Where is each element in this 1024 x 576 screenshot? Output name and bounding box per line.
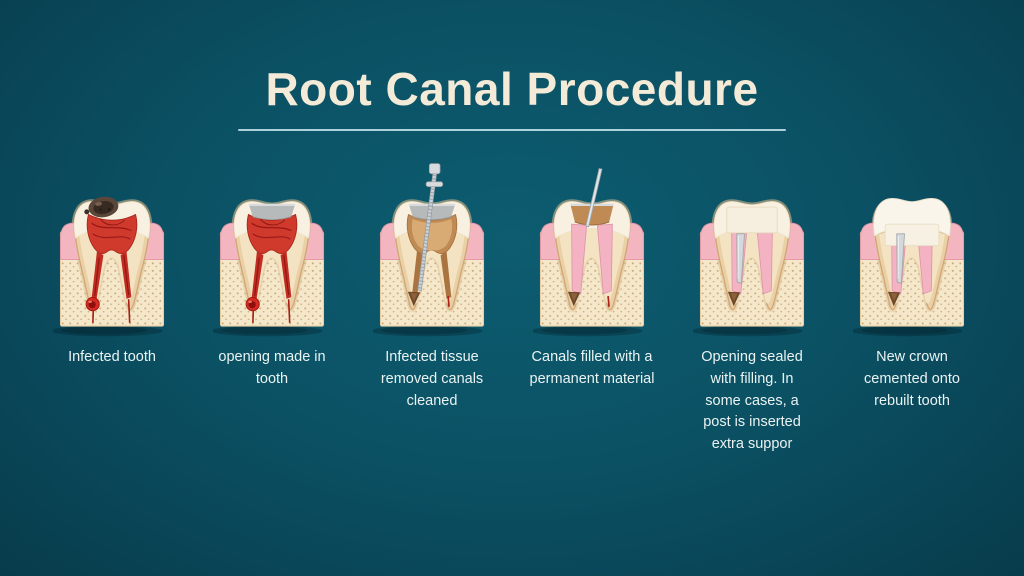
canals-filled-illustration-icon (533, 163, 651, 339)
header: Root Canal Procedure (0, 0, 1024, 131)
infected-tooth-illustration-icon (53, 163, 171, 339)
sealed-post-illustration-icon (693, 163, 811, 339)
step-canals-filled: Canals filled with a permanent material (524, 163, 660, 391)
step-new-crown: New crown cemented onto rebuilt tooth (844, 163, 980, 412)
step-caption: Infected tissue removed canals cleaned (380, 349, 484, 409)
step-caption: Opening sealed with filling. In some cas… (701, 349, 803, 452)
step-caption: Canals filled with a permanent material (529, 349, 655, 387)
page-title: Root Canal Procedure (265, 63, 759, 115)
step-opening-made: opening made in tooth (204, 163, 340, 391)
opened-tooth-illustration-icon (213, 163, 331, 339)
step-infected-tooth: Infected tooth (44, 163, 180, 369)
step-opening-sealed: Opening sealed with filling. In some cas… (684, 163, 820, 456)
step-caption: opening made in tooth (218, 349, 326, 387)
steps-row: Infected tooth opening made in tooth Inf… (0, 163, 1024, 456)
title-underline (238, 129, 786, 131)
step-canals-cleaned: Infected tissue removed canals cleaned (364, 163, 500, 412)
step-caption: New crown cemented onto rebuilt tooth (864, 349, 960, 409)
file-cleaning-illustration-icon (373, 163, 491, 339)
step-caption: Infected tooth (68, 349, 156, 365)
new-crown-illustration-icon (853, 163, 971, 339)
